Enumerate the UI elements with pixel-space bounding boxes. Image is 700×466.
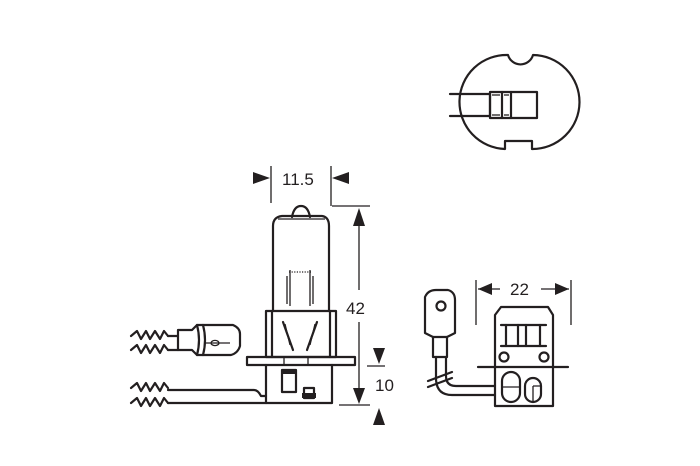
dimension-label-11-5: 11.5	[282, 170, 314, 189]
side-view-bulb	[245, 204, 357, 405]
side-connector-lead	[129, 323, 242, 357]
dimension-label-22: 22	[510, 280, 529, 299]
dimension-label-10: 10	[375, 376, 394, 395]
dimension-label-42: 42	[346, 299, 365, 318]
bottom-leads	[129, 381, 268, 408]
top-view	[448, 53, 581, 151]
connector-view: 22	[423, 280, 572, 408]
dimension-bulb-width: 11.5	[253, 166, 349, 206]
dimension-height: 42 10	[332, 205, 394, 425]
